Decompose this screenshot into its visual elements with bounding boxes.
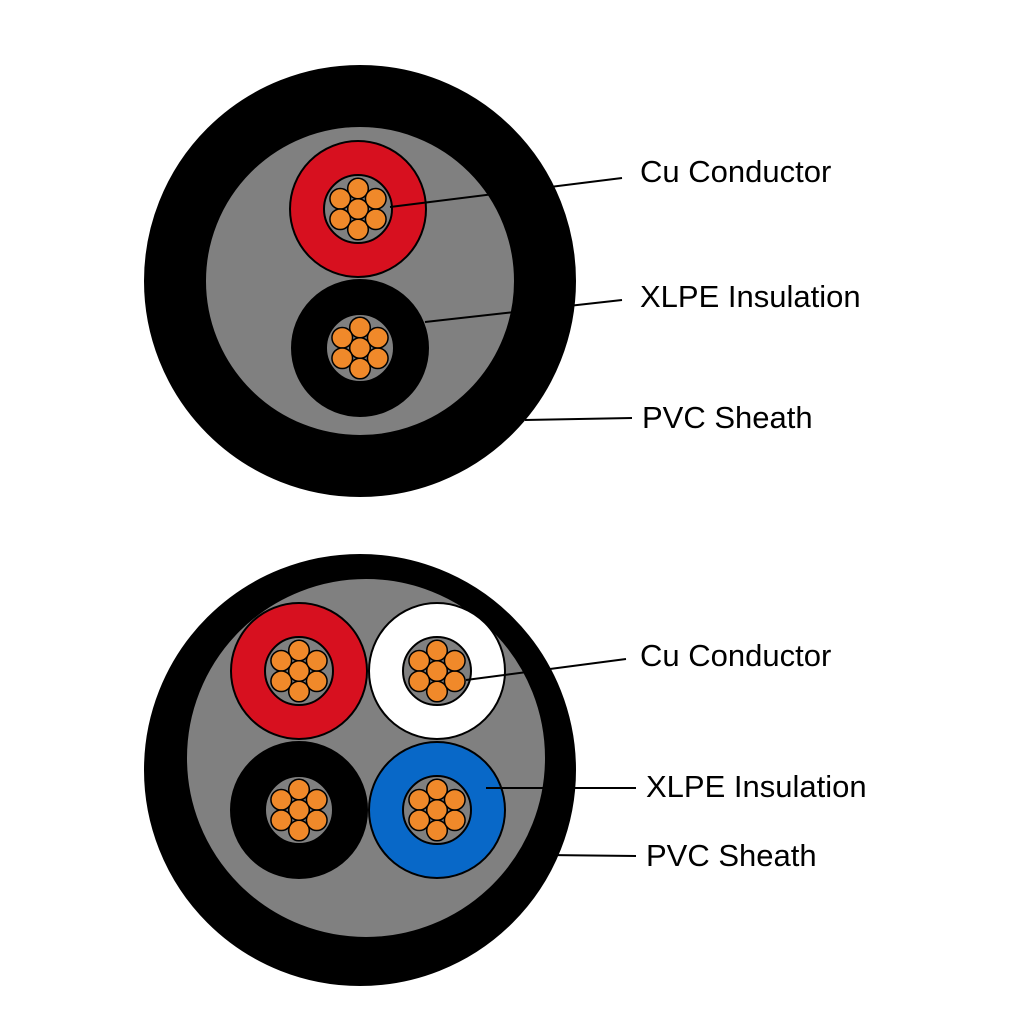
- copper-strand: [443, 788, 466, 811]
- leader-line-insulation-top: [424, 299, 623, 323]
- copper-strand: [305, 670, 328, 693]
- copper-strand: [305, 809, 328, 832]
- copper-strand: [443, 809, 466, 832]
- two-core-cable: [144, 65, 576, 497]
- copper-strand: [408, 809, 431, 832]
- copper-strand: [425, 680, 449, 703]
- label-xlpe-insulation-top: XLPE Insulation: [640, 279, 861, 314]
- copper-strand: [270, 670, 293, 693]
- copper-strand: [270, 809, 293, 832]
- copper-strand: [364, 187, 387, 210]
- copper-strand: [408, 649, 431, 672]
- leader-line-conductor-bottom: [465, 658, 627, 681]
- copper-strand: [443, 670, 466, 693]
- copper-strand: [287, 680, 311, 703]
- copper-strand: [270, 649, 293, 672]
- copper-strand: [348, 316, 372, 339]
- copper-strand: [425, 778, 449, 801]
- copper-strand: [329, 187, 352, 210]
- copper-strand: [305, 649, 328, 672]
- copper-strand: [287, 778, 311, 801]
- copper-strand: [408, 788, 431, 811]
- copper-strand: [331, 347, 354, 370]
- copper-strand: [366, 347, 389, 370]
- copper-strand: [443, 649, 466, 672]
- label-xlpe-insulation-bottom: XLPE Insulation: [646, 769, 867, 804]
- copper-strand: [270, 788, 293, 811]
- label-pvc-sheath-bottom: PVC Sheath: [646, 838, 817, 873]
- copper-strand: [346, 177, 370, 200]
- copper-strand: [329, 208, 352, 231]
- label-cu-conductor-top: Cu Conductor: [640, 154, 831, 189]
- copper-strand: [425, 819, 449, 842]
- label-cu-conductor-bottom: Cu Conductor: [640, 638, 831, 673]
- copper-strand: [425, 639, 449, 662]
- copper-strand: [364, 208, 387, 231]
- copper-strand: [287, 819, 311, 842]
- copper-strand: [366, 326, 389, 349]
- copper-strand: [331, 326, 354, 349]
- leader-line-conductor-top: [389, 177, 623, 208]
- copper-strand: [348, 357, 372, 380]
- leader-line-sheath-bottom: [545, 854, 637, 857]
- copper-strand: [305, 788, 328, 811]
- copper-strand: [408, 670, 431, 693]
- four-core-cable: [144, 554, 576, 986]
- leader-line-sheath-top: [524, 417, 633, 421]
- copper-strand: [346, 218, 370, 241]
- label-pvc-sheath-top: PVC Sheath: [642, 400, 813, 435]
- copper-strand: [287, 639, 311, 662]
